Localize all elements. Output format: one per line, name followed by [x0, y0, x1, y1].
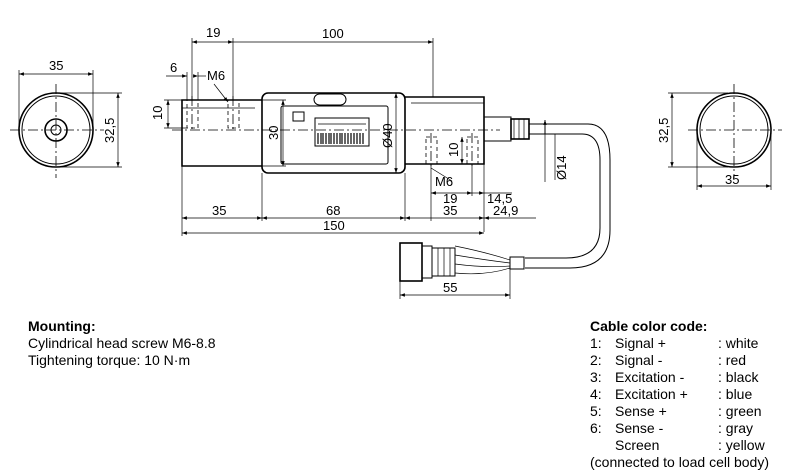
dim-32-5-left: 32,5	[102, 118, 117, 143]
cable-row-color: : black	[718, 369, 759, 385]
right-end-view	[668, 84, 782, 190]
cable-row: 1: Signal + : white	[590, 335, 802, 352]
mounting-notes: Mounting: Cylindrical head screw M6-8.8 …	[28, 318, 216, 369]
dim-19-bottom: 19	[443, 191, 457, 206]
dim-14-5: 14,5	[487, 191, 512, 206]
dim-150: 150	[323, 218, 345, 233]
dim-35-bottom-right: 35	[443, 203, 457, 218]
dim-35-left: 35	[49, 58, 63, 73]
dim-m6-bottom: M6	[435, 174, 453, 189]
cable-row-color: : yellow	[718, 437, 765, 453]
cable-row: 4: Excitation + : blue	[590, 386, 802, 403]
cable-row-number: 1:	[590, 335, 602, 351]
cable-row-number: 6:	[590, 420, 602, 436]
cable-row-signal: Sense +	[615, 403, 667, 419]
technical-drawing: 35 32,5	[10, 25, 782, 299]
dim-55: 55	[443, 280, 457, 295]
cable-row: 3: Excitation - : black	[590, 369, 802, 386]
dim-68: 68	[326, 203, 340, 218]
cable-row-signal: Signal +	[615, 335, 666, 351]
cable-footer: (connected to load cell body)	[590, 454, 769, 470]
dim-diameter-40: Ø40	[380, 123, 395, 148]
dim-10-left: 10	[150, 106, 165, 120]
cable-row-signal: Excitation -	[615, 369, 685, 385]
mounting-line-torque: Tightening torque: 10 N·m	[28, 352, 191, 368]
cable-row-signal: Sense -	[615, 420, 664, 436]
cable-row-color: : red	[718, 352, 747, 368]
cable-row: 5: Sense + : green	[590, 403, 802, 420]
cable-color-code: Cable color code: 1: Signal + : white 2:…	[590, 318, 802, 471]
dim-m6-top: M6	[207, 68, 225, 83]
cable-row: 6: Sense - : gray	[590, 420, 802, 437]
dim-100: 100	[322, 26, 344, 41]
cable-heading: Cable color code:	[590, 318, 708, 334]
dim-6: 6	[170, 60, 177, 75]
dim-35-right: 35	[725, 172, 739, 187]
cable-row-color: : green	[718, 403, 762, 419]
dim-32-5-right: 32,5	[656, 118, 671, 143]
cable-row-number	[590, 437, 615, 454]
mounting-heading: Mounting:	[28, 318, 96, 334]
dim-10-right: 10	[446, 143, 461, 157]
dim-35-bottom-left: 35	[212, 203, 226, 218]
dim-30: 30	[266, 126, 281, 140]
cable-row: Screen : yellow	[590, 437, 802, 454]
cable-row-number: 2:	[590, 352, 602, 368]
main-side-view	[164, 38, 611, 299]
cable-row-number: 3:	[590, 369, 602, 385]
cable-row: 2: Signal - : red	[590, 352, 802, 369]
cable-row-color: : white	[718, 335, 759, 351]
dim-24-9: 24,9	[493, 203, 518, 218]
cable-row-color: : blue	[718, 386, 753, 402]
cable-row-signal: Excitation +	[615, 386, 688, 402]
cable-row-number: 4:	[590, 386, 602, 402]
left-end-view	[10, 70, 122, 178]
dim-19-top: 19	[206, 25, 220, 40]
dim-diameter-14: Ø14	[554, 155, 569, 180]
cable-row-number: 5:	[590, 403, 602, 419]
cable-row-color: : gray	[718, 420, 754, 436]
mounting-line-screw: Cylindrical head screw M6-8.8	[28, 335, 216, 351]
cable-row-signal: Screen	[615, 437, 660, 453]
cable-row-signal: Signal -	[615, 352, 663, 368]
